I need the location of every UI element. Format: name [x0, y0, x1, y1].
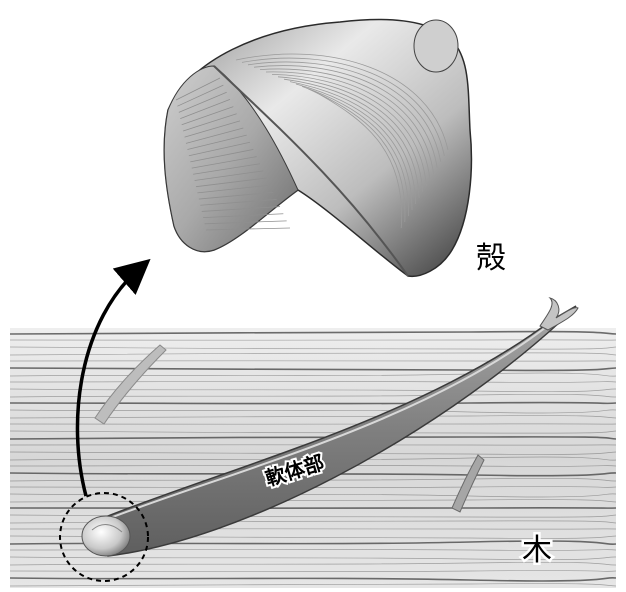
- siphon-tips: [540, 298, 578, 330]
- shell-label: 殻: [476, 241, 506, 276]
- tiny-shell: [82, 516, 130, 556]
- shell-photo: [164, 19, 471, 276]
- wood-label: 木: [522, 533, 552, 568]
